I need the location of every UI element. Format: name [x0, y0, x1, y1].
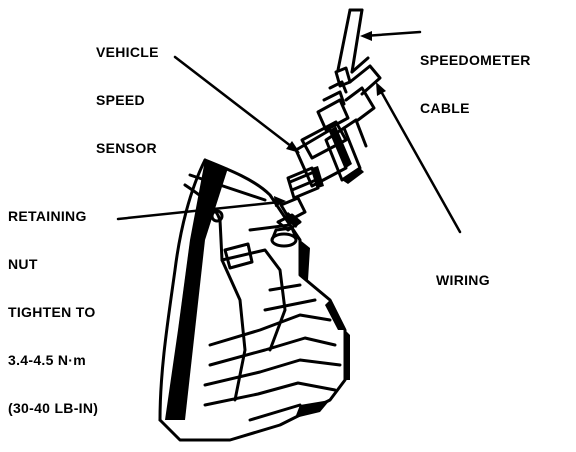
label-line: WIRING — [436, 272, 490, 288]
label-line: VEHICLE — [96, 44, 159, 60]
housing-shading — [165, 160, 350, 420]
arrowheads — [274, 31, 386, 207]
label-line: TIGHTEN TO — [8, 304, 96, 320]
label-retaining-nut: RETAINING NUT TIGHTEN TO 3.4-4.5 N·m (30… — [8, 176, 98, 432]
arrowhead-vehicle-speed-sensor — [286, 141, 300, 153]
label-line: SENSOR — [96, 140, 157, 156]
connector-shading — [284, 126, 364, 228]
leader-lines — [116, 30, 462, 234]
leader-vehicle-speed-sensor — [173, 55, 298, 152]
arrowhead-retaining-nut — [274, 196, 286, 207]
arrowhead-wiring — [376, 82, 386, 96]
label-line: (30-40 LB-IN) — [8, 400, 99, 416]
leader-speedometer-cable — [362, 30, 422, 38]
arrowhead-speedometer-cable — [360, 31, 372, 41]
speedometer-cable — [336, 8, 364, 74]
wiring-connector — [324, 56, 382, 182]
label-line: RETAINING — [8, 208, 87, 224]
label-speedometer-cable: SPEEDOMETER CABLE — [420, 20, 531, 132]
label-line: SPEEDOMETER — [420, 52, 531, 68]
label-wiring: WIRING — [436, 240, 490, 304]
label-line: 3.4-4.5 N·m — [8, 352, 86, 368]
leader-retaining-nut — [116, 200, 282, 221]
label-line: SPEED — [96, 92, 145, 108]
transmission-housing — [158, 158, 347, 442]
label-vehicle-speed-sensor: VEHICLE SPEED SENSOR — [96, 12, 159, 172]
label-line: NUT — [8, 256, 38, 272]
leader-wiring — [376, 84, 462, 234]
label-line: CABLE — [420, 100, 470, 116]
